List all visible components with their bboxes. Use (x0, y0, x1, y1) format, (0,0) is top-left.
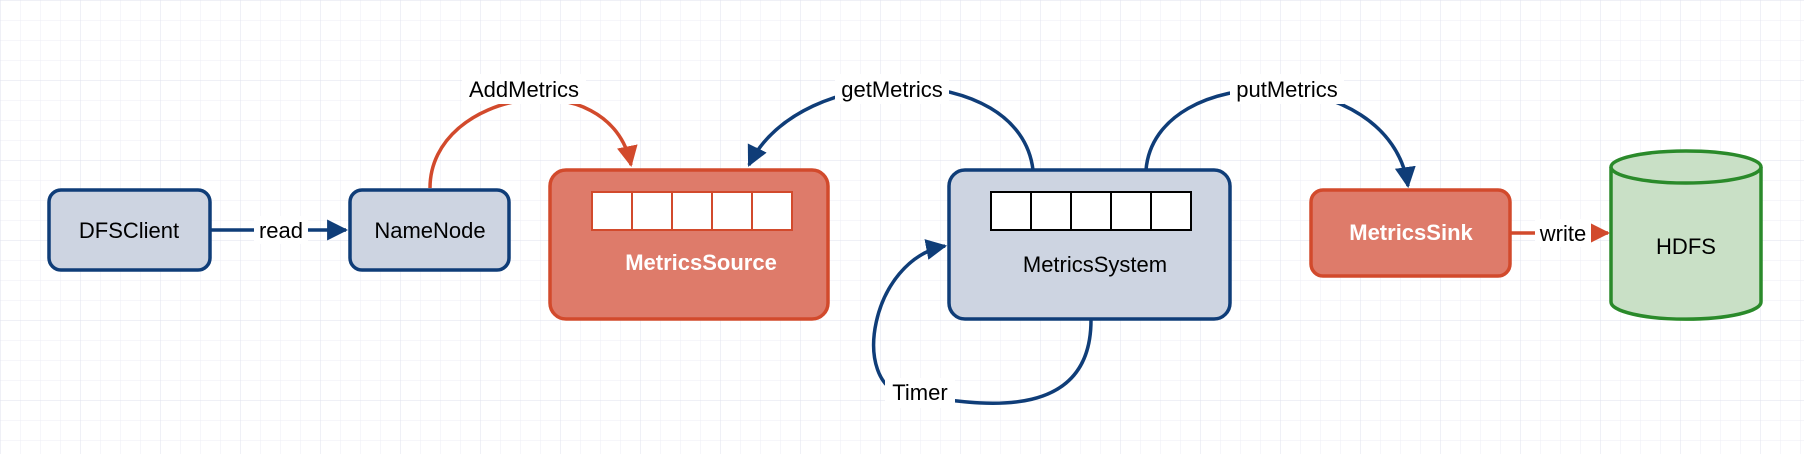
edge-add-metrics[interactable]: AddMetrics (428, 74, 638, 189)
edge-label-read: read (259, 218, 303, 243)
node-hdfs[interactable]: HDFS (1609, 149, 1763, 321)
node-metrics-sink[interactable]: MetricsSink (1309, 188, 1512, 278)
node-namenode[interactable]: NameNode (348, 188, 511, 272)
edge-label-put-metrics: putMetrics (1236, 77, 1337, 102)
edge-label-timer: Timer (892, 380, 947, 405)
node-dfsclient[interactable]: DFSClient (47, 188, 212, 272)
node-label-hdfs: HDFS (1656, 234, 1716, 259)
node-label-namenode: NameNode (374, 218, 485, 243)
edge-get-metrics[interactable]: getMetrics (747, 74, 1035, 171)
node-label-metrics-source: MetricsSource (625, 250, 777, 275)
metrics-source-buffer (591, 191, 793, 231)
edge-timer[interactable]: Timer (872, 239, 1093, 408)
metrics-system-buffer (990, 191, 1192, 231)
edge-label-get-metrics: getMetrics (841, 77, 942, 102)
node-label-metrics-sink: MetricsSink (1349, 220, 1473, 245)
edge-label-add-metrics: AddMetrics (469, 77, 579, 102)
node-metrics-source[interactable]: MetricsSource (548, 168, 830, 321)
edge-label-write: write (1539, 221, 1586, 246)
edge-put-metrics[interactable]: putMetrics (1144, 74, 1416, 189)
node-metrics-system[interactable]: MetricsSystem (947, 168, 1232, 321)
node-label-metrics-system: MetricsSystem (1023, 252, 1167, 277)
edge-read[interactable]: read (210, 216, 349, 244)
edge-write[interactable]: write (1510, 219, 1611, 247)
node-label-dfsclient: DFSClient (79, 218, 179, 243)
